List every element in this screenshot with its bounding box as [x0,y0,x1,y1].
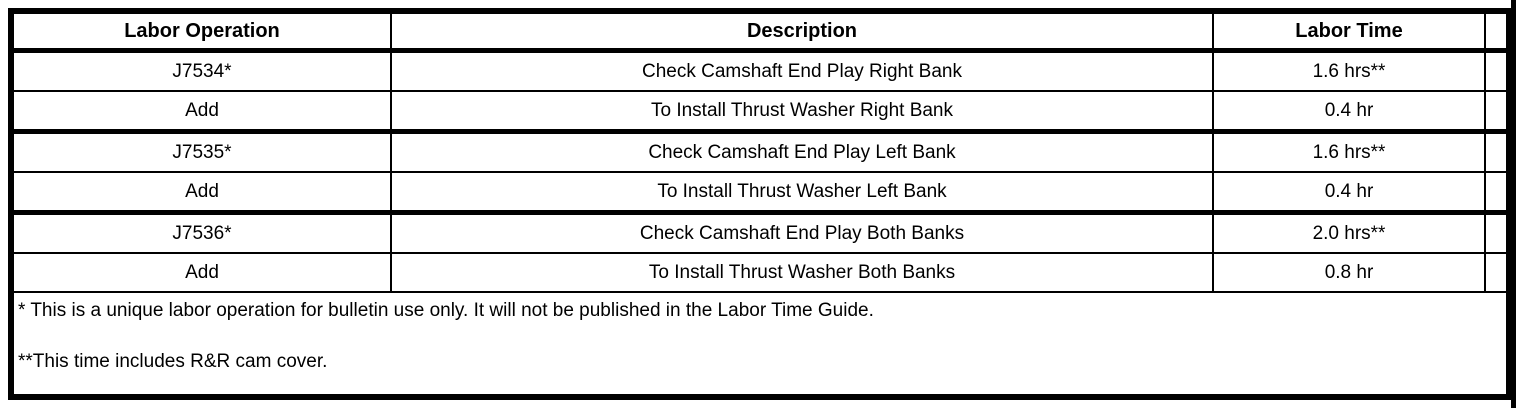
labor-operation-cell: Add [10,171,392,214]
description-cell: Check Camshaft End Play Right Bank [390,49,1214,92]
labor-time-table: Labor Operation Description Labor Time J… [8,8,1512,400]
spacer-cell [1484,171,1510,214]
col-header-labor-operation: Labor Operation [10,10,392,53]
footnote-unique-labor-operation: * This is a unique labor operation for b… [18,300,874,321]
spacer-cell [1484,252,1510,293]
footnote-area: * This is a unique labor operation for b… [10,291,1510,398]
labor-time-cell: 1.6 hrs** [1212,49,1486,92]
col-header-labor-time: Labor Time [1212,10,1486,53]
table-row: J7536* Check Camshaft End Play Both Bank… [10,210,1510,254]
labor-time-cell: 0.4 hr [1212,171,1486,214]
labor-time-cell: 0.8 hr [1212,252,1486,293]
footnote-rr-cam-cover: **This time includes R&R cam cover. [18,351,328,372]
labor-time-cell: 1.6 hrs** [1212,129,1486,173]
table-row: J7534* Check Camshaft End Play Right Ban… [10,49,1510,92]
spacer-column-header [1484,10,1510,53]
col-header-description: Description [390,10,1214,53]
table-row: J7535* Check Camshaft End Play Left Bank… [10,129,1510,173]
footnote-row: * This is a unique labor operation for b… [10,291,1510,398]
spacer-cell [1484,49,1510,92]
spacer-cell [1484,90,1510,133]
labor-time-cell: 2.0 hrs** [1212,210,1486,254]
labor-operation-cell: J7536* [10,210,392,254]
table-row: Add To Install Thrust Washer Left Bank 0… [10,171,1510,214]
labor-time-cell: 0.4 hr [1212,90,1486,133]
table-row: Add To Install Thrust Washer Both Banks … [10,252,1510,293]
description-cell: To Install Thrust Washer Right Bank [390,90,1214,133]
labor-operation-cell: J7535* [10,129,392,173]
labor-operation-cell: Add [10,252,392,293]
spacer-cell [1484,129,1510,173]
page-edge-line [1511,0,1516,408]
table-row: Add To Install Thrust Washer Right Bank … [10,90,1510,133]
header-row: Labor Operation Description Labor Time [10,10,1510,53]
description-cell: Check Camshaft End Play Both Banks [390,210,1214,254]
labor-operation-cell: J7534* [10,49,392,92]
description-cell: Check Camshaft End Play Left Bank [390,129,1214,173]
description-cell: To Install Thrust Washer Both Banks [390,252,1214,293]
spacer-cell [1484,210,1510,254]
description-cell: To Install Thrust Washer Left Bank [390,171,1214,214]
labor-operation-cell: Add [10,90,392,133]
